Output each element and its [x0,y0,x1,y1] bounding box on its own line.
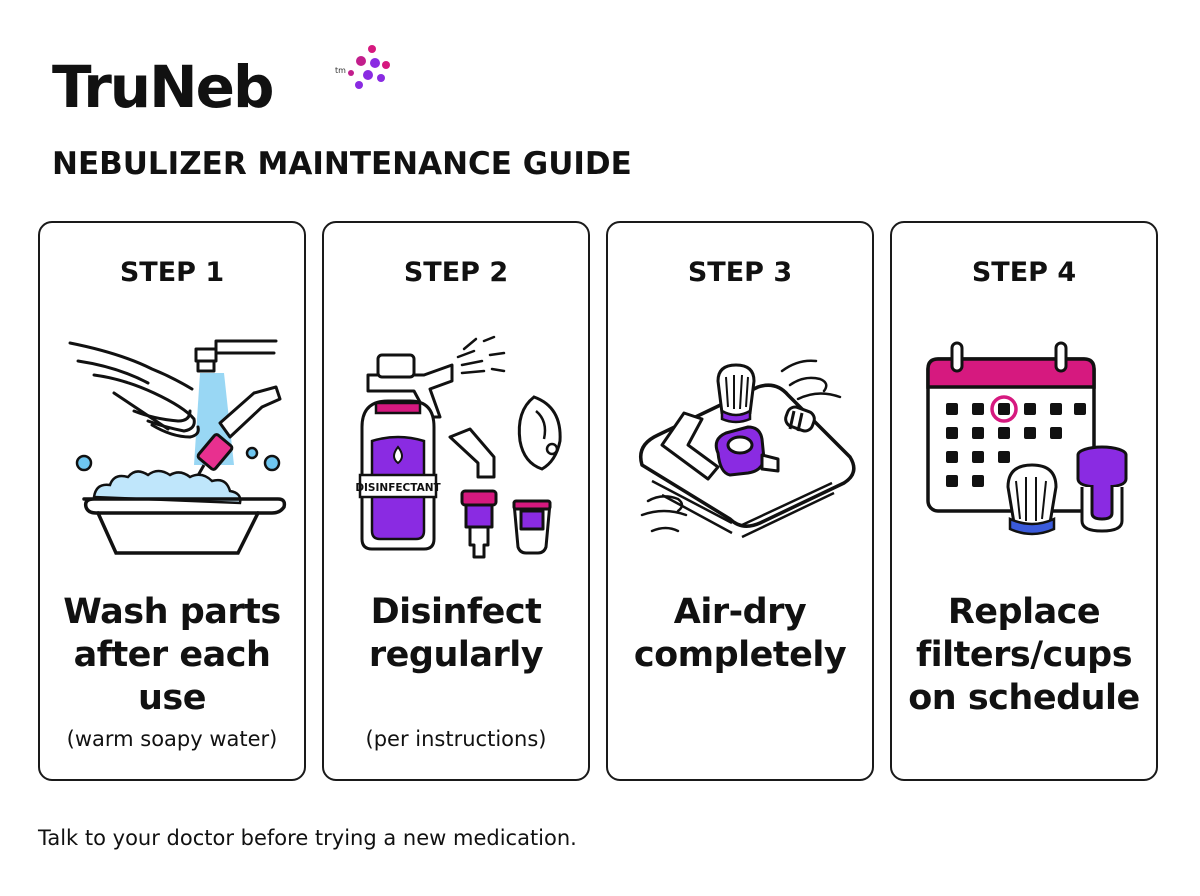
step-title: Air-dry completely [633,592,847,675]
brand-name: TruNeb [52,53,274,121]
step-title: Disinfect regularly [368,592,544,675]
wash-basin-icon [68,339,287,555]
calendar-schedule-icon [926,341,1128,536]
step-label: STEP 1 [119,257,225,288]
bottle-label: DISINFECTANT [355,482,441,494]
step-card-4: STEP 4 [890,221,1158,781]
step-card-3: STEP 3 [606,221,874,781]
step-label: STEP 4 [971,257,1077,288]
step-label: STEP 2 [403,257,509,288]
step-card-2: STEP 2 DISINFECTANT [322,221,590,781]
footer-disclaimer: Talk to your doctor before trying a new … [38,826,577,850]
step-card-1: STEP 1 [38,221,306,781]
air-dry-towel-icon [639,359,856,539]
brand-dots-icon [348,45,390,89]
step-note: (warm soapy water) [66,727,278,751]
guide-title: NEBULIZER MAINTENANCE GUIDE [52,146,632,182]
disinfectant-spray-icon: DISINFECTANT [355,335,562,559]
brand-trademark: tm [335,66,346,75]
step-title: Wash parts after each use [63,592,281,718]
step-label: STEP 3 [687,257,793,288]
step-note: (per instructions) [365,727,547,751]
step-title: Replace filters/cups on schedule [908,592,1140,718]
